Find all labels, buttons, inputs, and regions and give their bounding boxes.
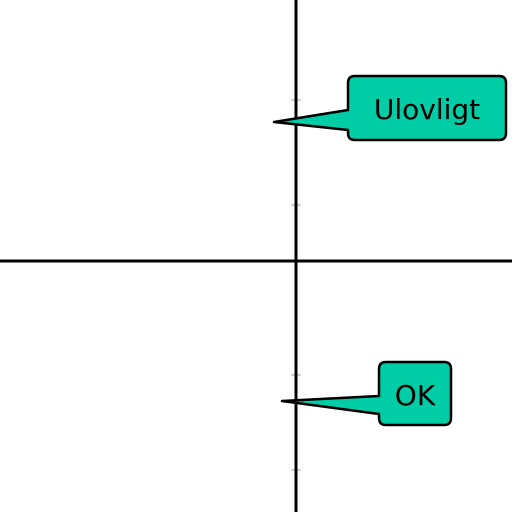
callout-ok-bubble: [280, 360, 453, 427]
callout-ulovligt: Ulovligt: [272, 74, 508, 142]
callout-ok: OK: [280, 360, 453, 427]
callout-ulovligt-bubble: [272, 74, 508, 142]
callout-ok-label: OK: [395, 379, 436, 412]
callout-ulovligt-label: Ulovligt: [374, 93, 480, 126]
